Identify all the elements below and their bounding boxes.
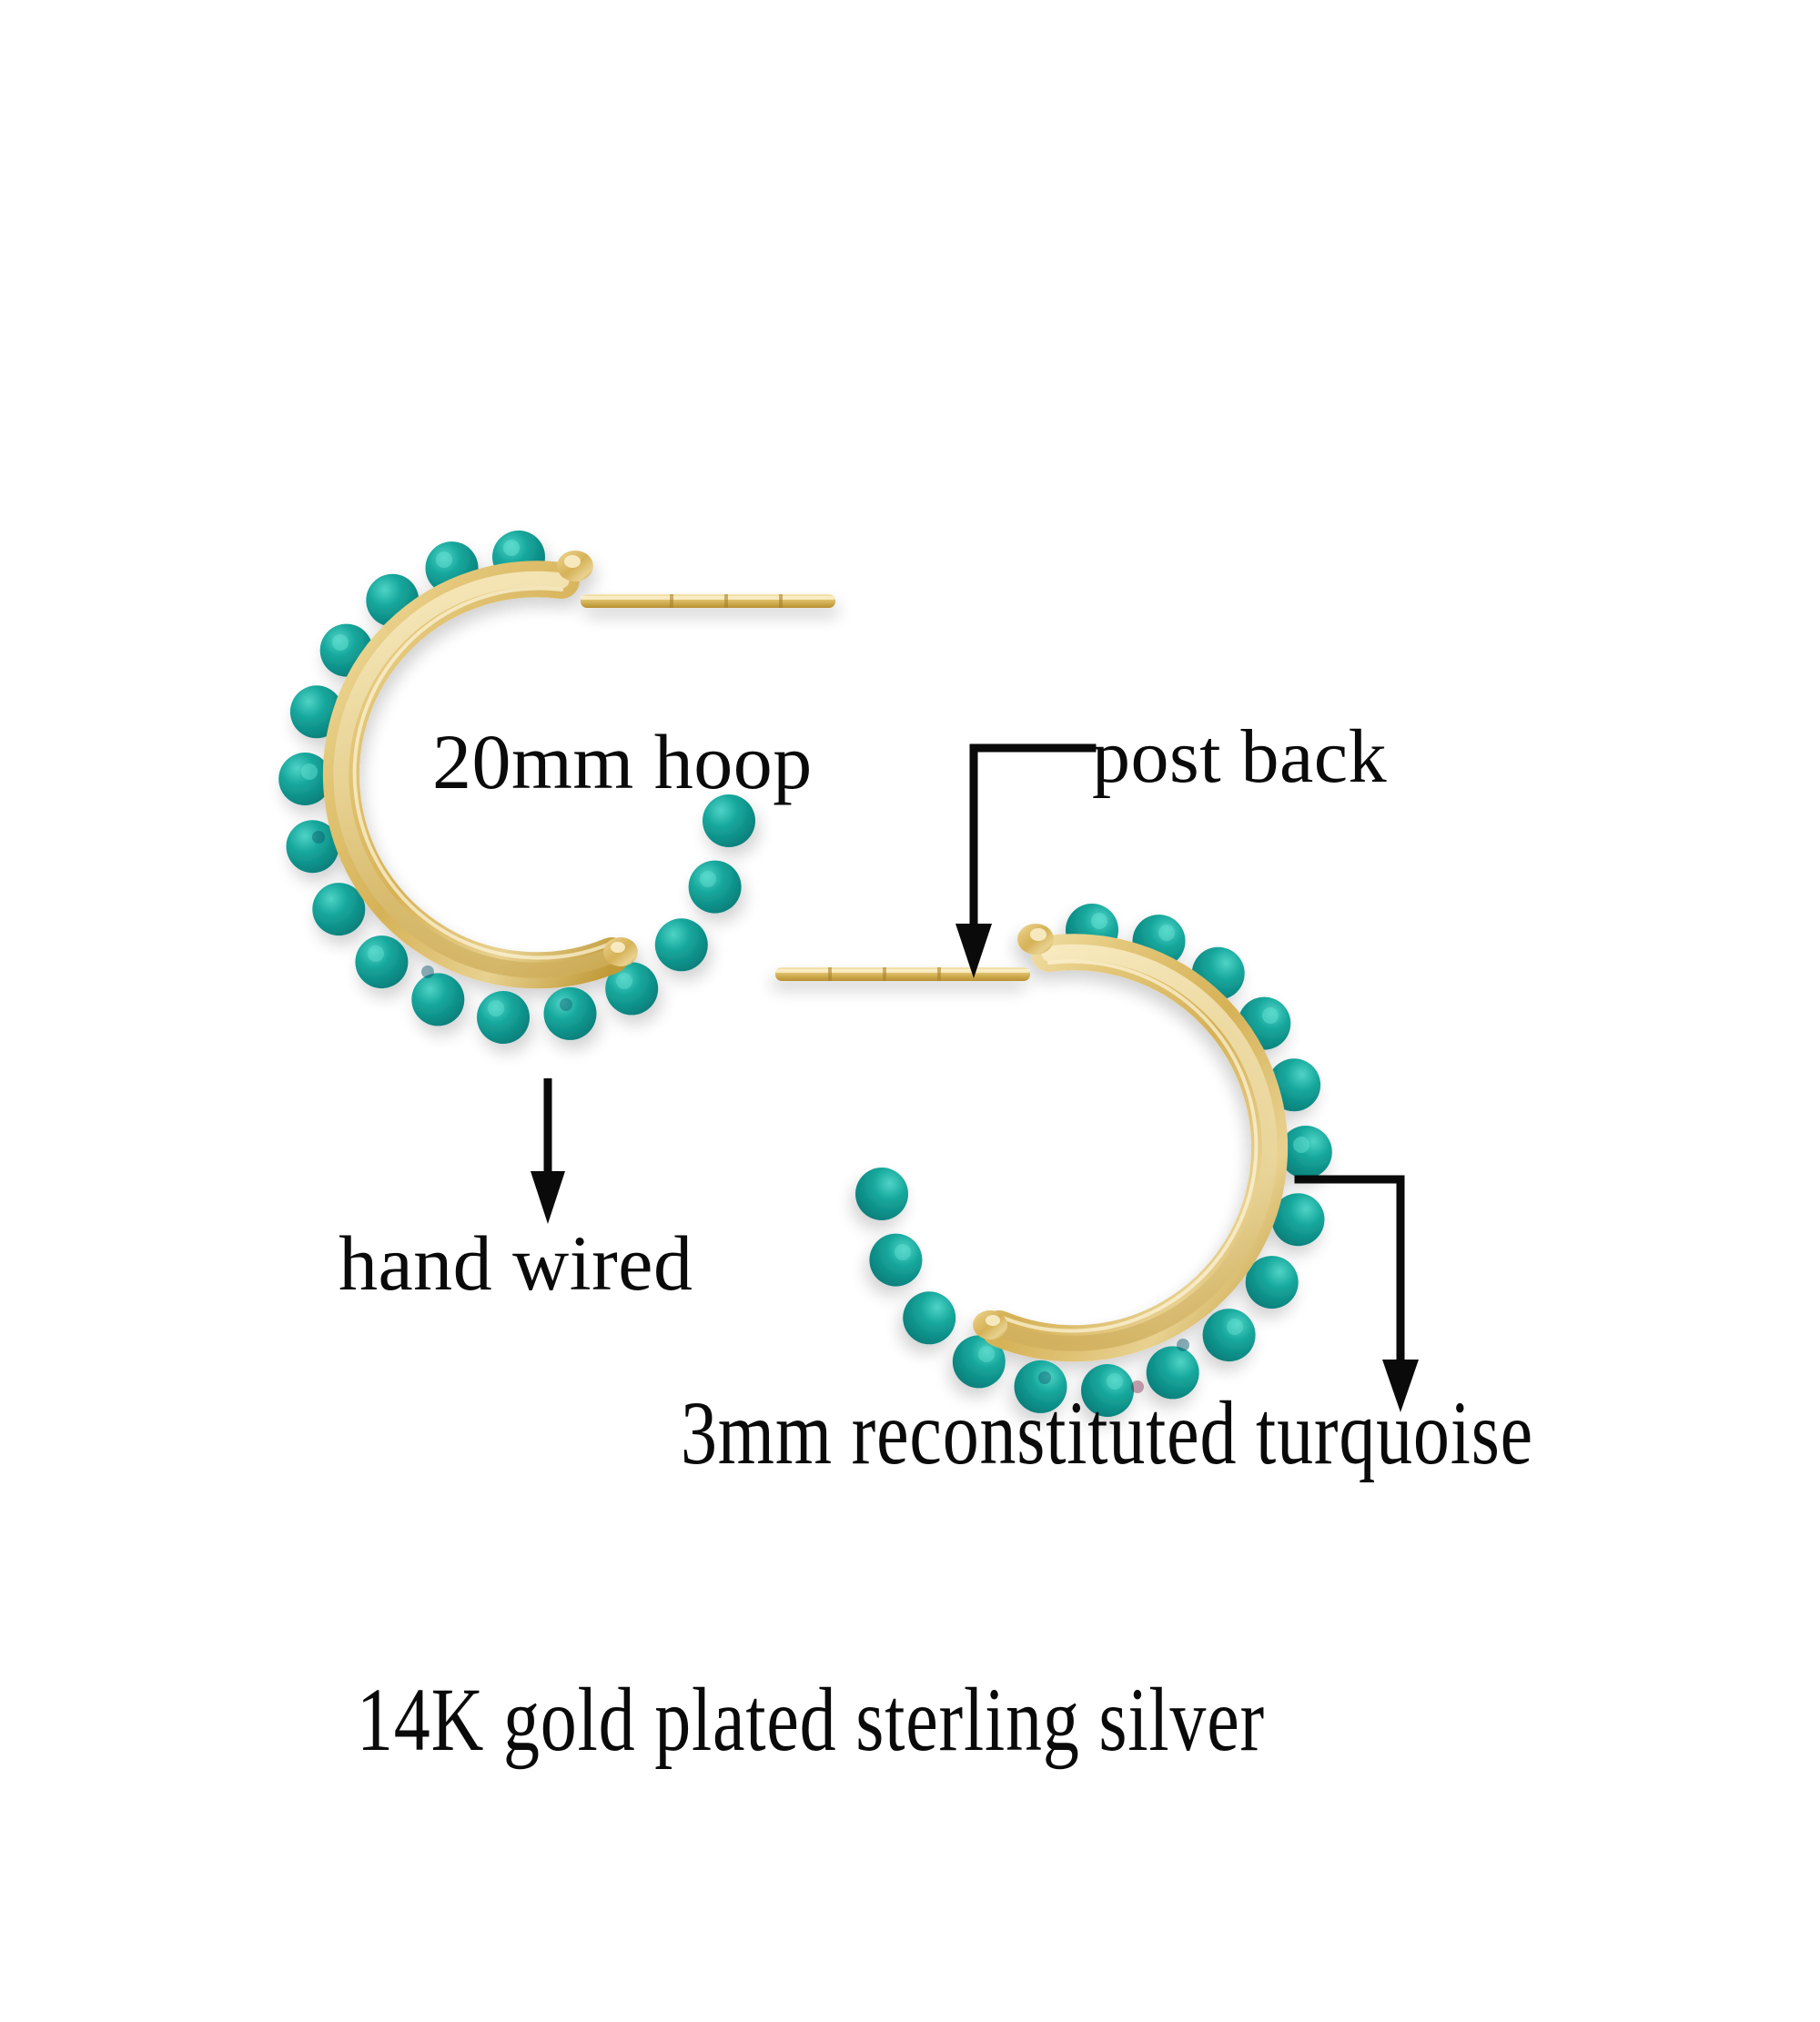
annotation-label-bead-size: 3mm reconstituted turquoise [681,1382,1533,1483]
earring-post [775,967,1030,981]
hoop-terminal-knob [973,1310,1007,1340]
annotation-label-post-back: post back [1092,714,1388,799]
hoop-terminal-knob [603,937,638,966]
gold-hoop-band [322,561,630,989]
bead-size-leader-line [1294,1175,1419,1412]
hand-wired-leader-line [531,1078,565,1224]
earring-post [581,594,835,608]
hoop-hinge-knob [1017,924,1054,955]
left-earring-image [155,409,883,1137]
hoop-hinge-knob [557,551,593,581]
gold-hoop-band [981,934,1289,1362]
caption-material: 14K gold plated sterling silver [357,1669,1265,1770]
annotation-label-hoop-size: 20mm hoop [432,718,813,805]
annotation-label-hand-wired: hand wired [339,1219,693,1307]
right-earring-image [728,783,1456,1511]
turquoise-bead-ring [278,531,755,1044]
post-back-leader-line [956,743,1097,978]
